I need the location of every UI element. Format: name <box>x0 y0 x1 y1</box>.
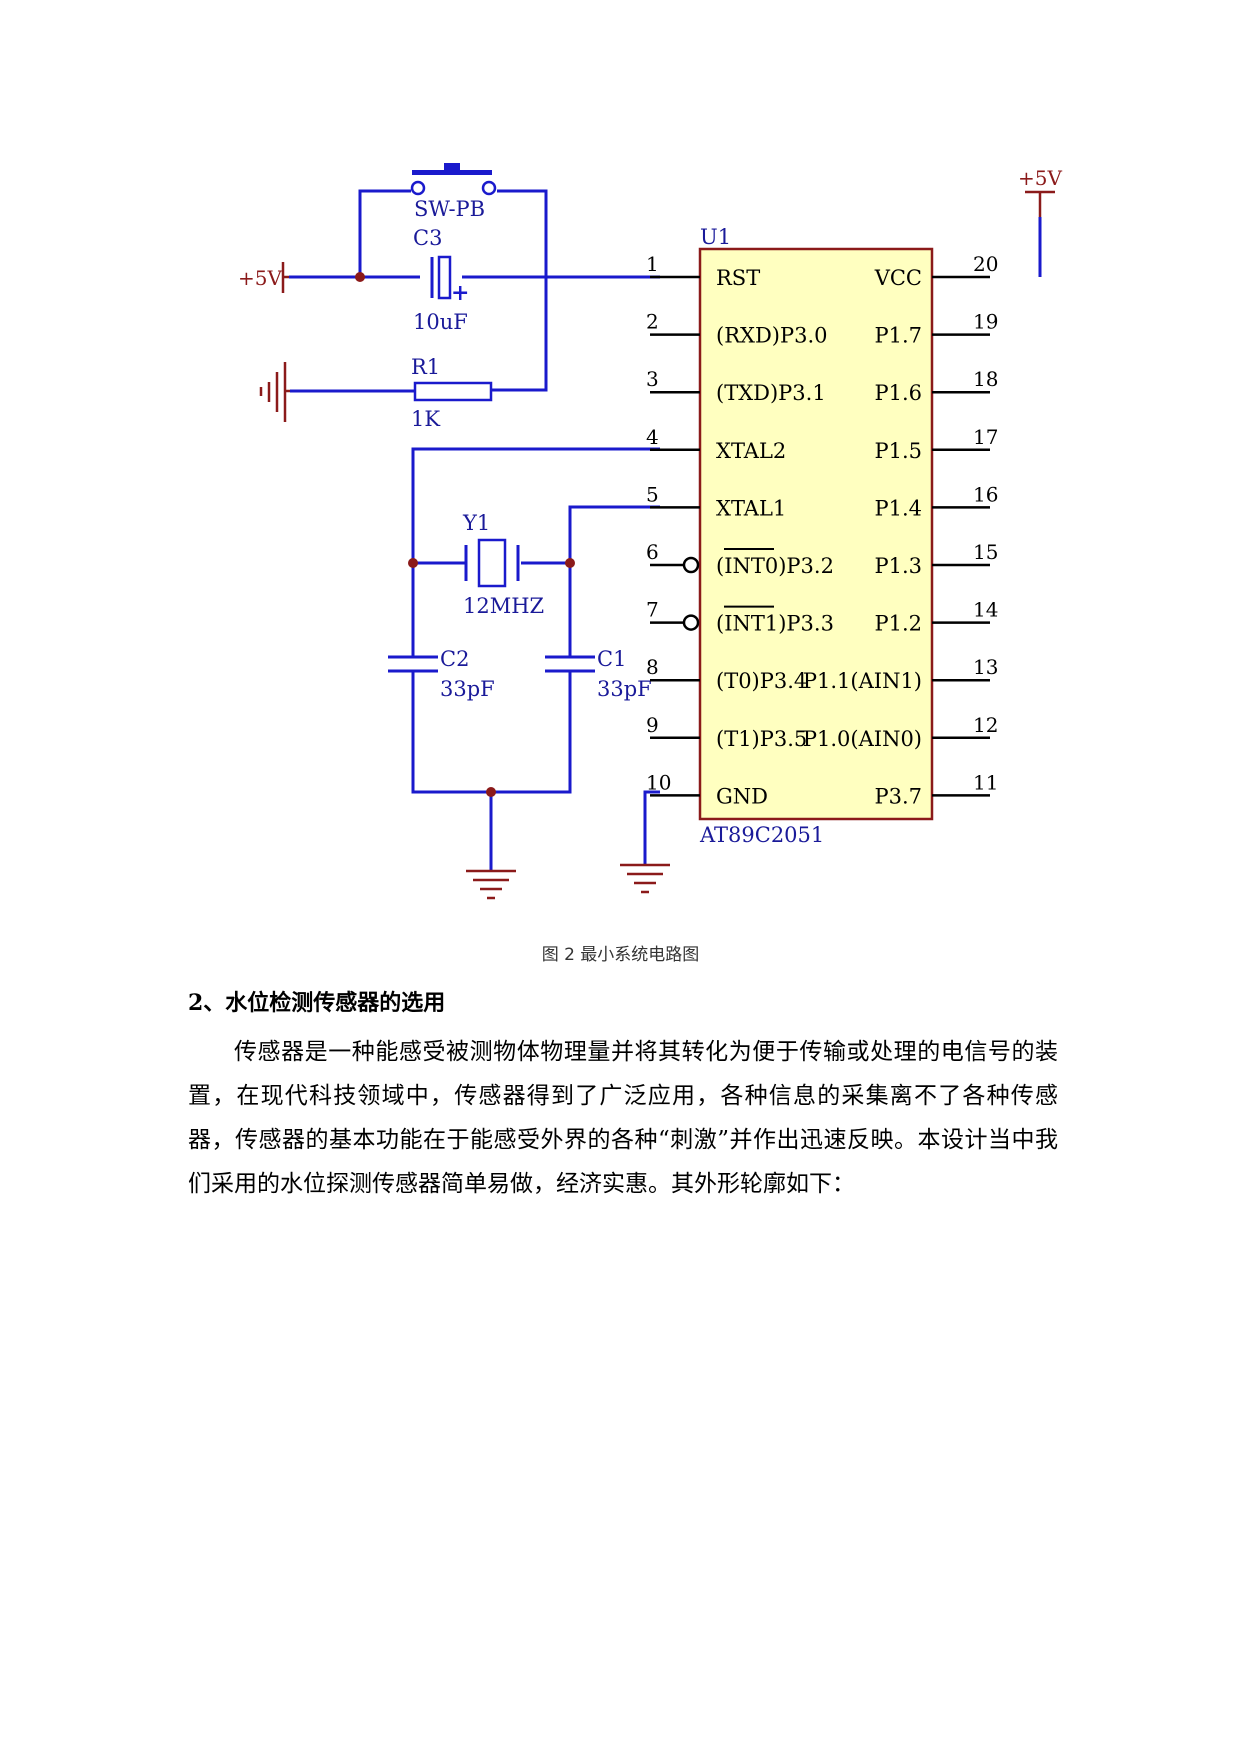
pin-name: P1.2 <box>874 612 922 636</box>
power-port-right: +5V <box>1018 166 1062 217</box>
pin-number: 17 <box>973 425 998 449</box>
pin-number: 14 <box>973 598 998 622</box>
ground-symbol-crystal <box>466 869 516 900</box>
c1-ref: C1 <box>597 647 626 671</box>
pin-name: P1.7 <box>874 324 922 348</box>
wire <box>643 790 660 865</box>
r1-value: 1K <box>411 407 440 431</box>
pin-name: P1.0(AIN0) <box>803 727 922 751</box>
pin-inversion-bubble <box>682 614 700 631</box>
pin-name: (INT1)P3.3 <box>716 612 834 636</box>
junction-dot <box>355 272 365 282</box>
pin-name: P1.4 <box>874 496 922 520</box>
y1-ref: Y1 <box>462 511 490 535</box>
pin-number: 6 <box>646 540 659 564</box>
pin-number: 15 <box>973 540 998 564</box>
pin-number: 1 <box>646 252 659 276</box>
pin-number: 10 <box>646 770 671 794</box>
pin-name: RST <box>716 266 760 290</box>
power-port-left: +5V <box>238 262 289 293</box>
r1-ref: R1 <box>411 355 440 379</box>
y1-value: 12MHZ <box>463 594 544 618</box>
pin-name: GND <box>716 784 768 808</box>
c2-value: 33pF <box>440 677 495 701</box>
pin-number: 7 <box>646 598 659 622</box>
pin-number: 11 <box>973 770 998 794</box>
c1-value: 33pF <box>597 677 652 701</box>
pin-name: P3.7 <box>874 784 922 808</box>
wire <box>490 189 548 392</box>
c2-ref: C2 <box>440 647 469 671</box>
pin-name: (TXD)P3.1 <box>716 381 826 405</box>
pin-name: (T0)P3.4 <box>716 669 807 693</box>
pin-inversion-bubble <box>682 556 700 574</box>
section-heading: 2、水位检测传感器的选用 <box>188 990 446 1016</box>
pin-name: P1.6 <box>874 381 922 405</box>
pin-number: 8 <box>646 655 659 679</box>
capacitor-c2: C2 33pF <box>388 647 495 701</box>
junction-dot <box>565 558 575 568</box>
wire <box>358 189 411 277</box>
pin-number: 19 <box>973 310 998 334</box>
body-paragraph: 传感器是一种能感受被测物体物理量并将其转化为便于传输或处理的电信号的装置，在现代… <box>188 1039 1058 1197</box>
pin-number: 3 <box>646 367 659 391</box>
pin-number: 5 <box>646 482 659 506</box>
ic-part: AT89C2051 <box>699 823 824 847</box>
ic-body <box>698 247 934 821</box>
pin-number: 12 <box>973 713 998 737</box>
pin-number: 20 <box>973 252 998 276</box>
pin-number: 18 <box>973 367 998 391</box>
capacitor-c1: C1 33pF <box>545 647 652 701</box>
pin-number: 2 <box>646 310 659 334</box>
pin-number: 13 <box>973 655 998 679</box>
pin-name: (T1)P3.5 <box>716 727 807 751</box>
crystal-y1: Y1 12MHZ <box>462 511 544 618</box>
push-button-switch: SW-PB <box>410 163 497 221</box>
circuit-diagram: SW-PB + C3 10uF R1 1K +5V Y1 12MHZ <box>238 163 1062 900</box>
junction-dot <box>486 787 496 797</box>
pin-name: (RXD)P3.0 <box>716 324 828 348</box>
pin-number: 4 <box>646 425 659 449</box>
c3-ref: C3 <box>413 226 442 250</box>
pin-name: P1.5 <box>874 439 922 463</box>
c3-value: 10uF <box>413 310 468 334</box>
wire <box>568 505 660 657</box>
figure-caption: 图 2 最小系统电路图 <box>541 945 700 965</box>
junction-dot <box>408 558 418 568</box>
ic-ref: U1 <box>700 225 731 249</box>
wire <box>411 447 660 657</box>
power-right-label: +5V <box>1018 166 1062 190</box>
pin-name: XTAL1 <box>716 496 786 520</box>
ground-symbol-left <box>259 362 290 422</box>
ground-symbol-ic <box>620 863 670 894</box>
pin-name: VCC <box>874 266 922 290</box>
pin-name: (INT0)P3.2 <box>716 554 834 578</box>
pin-name: P1.1(AIN1) <box>803 669 922 693</box>
capacitor-c3: + C3 10uF <box>413 226 469 334</box>
pin-number: 16 <box>973 482 998 506</box>
resistor-r1: R1 1K <box>411 355 493 431</box>
ic-u1: U1 AT89C2051 <box>698 225 934 847</box>
pin-name: XTAL2 <box>716 439 786 463</box>
switch-ref: SW-PB <box>414 197 485 221</box>
pin-name: P1.3 <box>874 554 922 578</box>
c3-polarity: + <box>451 280 469 306</box>
pin-number: 9 <box>646 713 659 737</box>
power-left-label: +5V <box>238 266 282 290</box>
